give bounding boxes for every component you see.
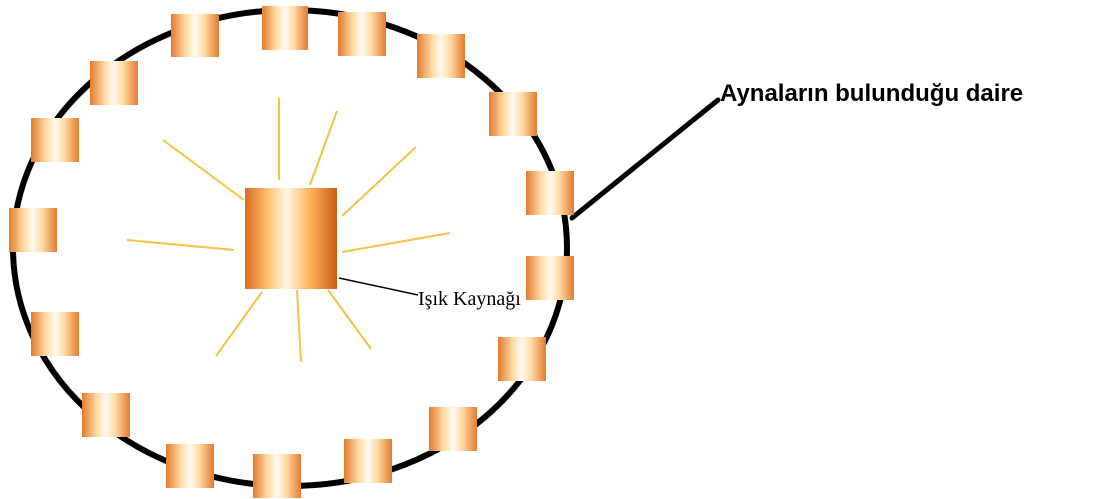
mirror-tile: [253, 454, 301, 498]
light-source-pointer: [338, 277, 419, 296]
light-ray: [296, 289, 302, 363]
mirror-tile: [31, 118, 79, 162]
light-ray: [215, 291, 263, 357]
mirror-circle-label: Aynaların bulunduğu daire: [720, 80, 1023, 107]
mirror-circle-pointer: [569, 97, 721, 221]
light-ray: [327, 289, 372, 350]
mirror-tile: [489, 92, 537, 136]
mirror-tile: [171, 14, 219, 57]
light-ray: [309, 110, 338, 186]
mirror-tile: [82, 393, 130, 437]
light-rays: [126, 98, 451, 363]
light-ray: [162, 139, 245, 201]
mirror-tile: [498, 337, 546, 381]
light-source-icon: [245, 188, 337, 289]
mirror-tile: [90, 61, 138, 105]
mirror-tile: [31, 312, 79, 356]
mirror-tile: [338, 12, 386, 56]
mirror-tile: [417, 34, 465, 78]
mirror-tile: [9, 208, 57, 252]
light-source-label: Işık Kaynağı: [418, 288, 521, 310]
mirror-tile: [429, 407, 477, 451]
light-ray: [341, 232, 451, 253]
mirror-tile: [526, 171, 574, 215]
mirror-tiles: [9, 6, 574, 498]
mirror-tile: [526, 256, 574, 300]
light-ray: [126, 239, 235, 251]
mirror-tile: [344, 439, 392, 483]
mirror-tile: [262, 6, 308, 50]
mirror-tile: [166, 444, 214, 488]
light-ray: [341, 146, 417, 217]
